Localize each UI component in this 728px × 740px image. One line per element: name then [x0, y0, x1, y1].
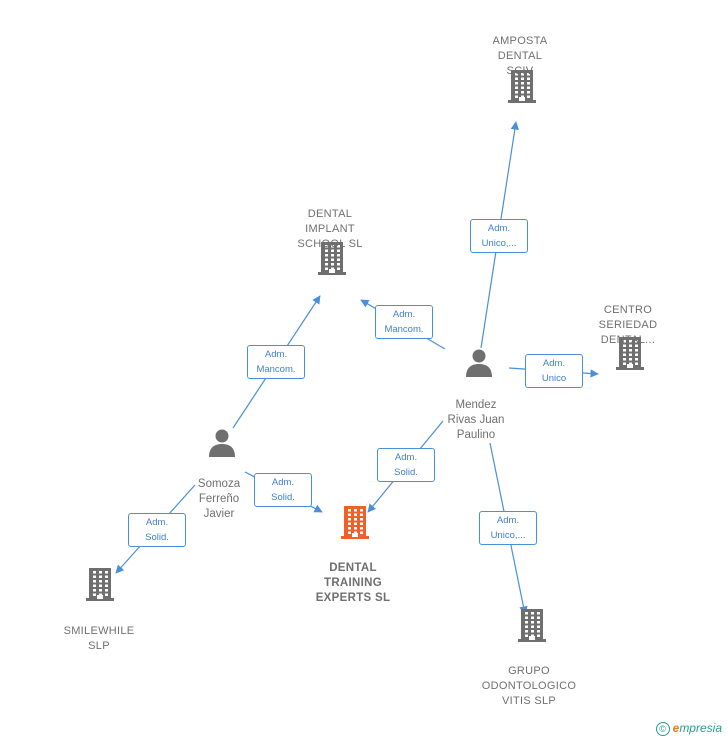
brand-footer: ©empresia [655, 721, 722, 736]
building-icon[interactable] [85, 566, 115, 607]
role-badge-r7[interactable]: Adm. Solid. [254, 473, 312, 507]
role-badge-r4[interactable]: Adm. Solid. [377, 448, 435, 482]
node-label-grupo[interactable]: GRUPO ODONTOLOGICO VITIS SLP [482, 664, 576, 709]
person-icon[interactable] [207, 427, 237, 462]
role-badge-line: Adm. [145, 517, 169, 528]
node-label-centro[interactable]: CENTRO SERIEDAD DENTAL... [599, 303, 658, 348]
node-label-line: SCIV [506, 65, 534, 77]
role-badge-line: Unico [541, 373, 567, 384]
role-badge-line: Adm. [264, 349, 288, 360]
node-label-line: VITIS SLP [501, 695, 557, 707]
role-badge-line: Solid. [394, 467, 418, 478]
building-icon[interactable] [615, 335, 645, 376]
node-label-line: Ferreño [198, 493, 240, 505]
node-label-line: GRUPO [508, 665, 550, 677]
node-label-line: Somoza [197, 478, 241, 490]
role-badge-r6[interactable]: Adm. Mancom. [247, 345, 305, 379]
node-label-line: Mendez [455, 399, 497, 411]
role-badge-line: Adm. [487, 223, 511, 234]
node-label-line: DENTAL... [600, 334, 656, 346]
role-badge-r1[interactable]: Adm. Unico,... [470, 219, 528, 253]
person-icon[interactable] [464, 347, 494, 382]
node-label-line: TRAINING [324, 577, 382, 589]
node-label-line: DENTAL [307, 208, 353, 220]
node-label-line: SERIEDAD [598, 319, 658, 331]
role-badge-r8[interactable]: Adm. Solid. [128, 513, 186, 547]
node-label-line: EXPERTS SL [315, 592, 391, 604]
node-label-line: CENTRO [603, 304, 653, 316]
role-badge-line: Adm. [542, 358, 566, 369]
role-badge-line: Unico,... [490, 530, 526, 541]
role-badge-r2[interactable]: Adm. Mancom. [375, 305, 433, 339]
node-label-line: IMPLANT [305, 223, 355, 235]
node-label-line: AMPOSTA [492, 35, 548, 47]
building-icon[interactable] [517, 607, 547, 648]
node-label-line: DENTAL [329, 562, 377, 574]
role-badge-line: Mancom. [256, 364, 296, 375]
node-label-implant[interactable]: DENTAL IMPLANT SCHOOL SL [297, 207, 362, 252]
node-label-line: DENTAL [497, 50, 543, 62]
node-label-line: Javier [203, 508, 235, 520]
node-label-amposta[interactable]: AMPOSTA DENTAL SCIV [492, 34, 547, 79]
role-badge-r3[interactable]: Adm. Unico [525, 354, 583, 388]
node-label-training[interactable]: DENTAL TRAINING EXPERTS SL [316, 561, 391, 606]
role-badge-line: Adm. [394, 452, 418, 463]
node-label-line: SMILEWHILE [63, 625, 135, 637]
node-label-line: ODONTOLOGICO [481, 680, 577, 692]
building-icon[interactable] [317, 240, 347, 281]
role-badge-line: Adm. [271, 477, 295, 488]
role-badge-line: Adm. [392, 309, 416, 320]
node-label-line: SLP [88, 640, 110, 652]
node-label-smilewhile[interactable]: SMILEWHILE SLP [64, 624, 135, 654]
node-label-line: SCHOOL SL [297, 238, 363, 250]
brand-name: mpresia [679, 721, 722, 735]
role-badge-line: Solid. [145, 532, 169, 543]
node-label-line: Paulino [456, 429, 496, 441]
role-badge-line: Solid. [271, 492, 295, 503]
building-icon[interactable] [507, 68, 537, 109]
building-icon[interactable] [340, 504, 370, 545]
copyright-icon: © [655, 722, 670, 736]
node-label-line: Rivas Juan [447, 414, 505, 426]
role-badge-line: Mancom. [384, 324, 424, 335]
role-badge-line: Unico,... [481, 238, 517, 249]
brand-initial: e [672, 721, 680, 735]
role-badge-line: Adm. [496, 515, 520, 526]
role-badge-r5[interactable]: Adm. Unico,... [479, 511, 537, 545]
